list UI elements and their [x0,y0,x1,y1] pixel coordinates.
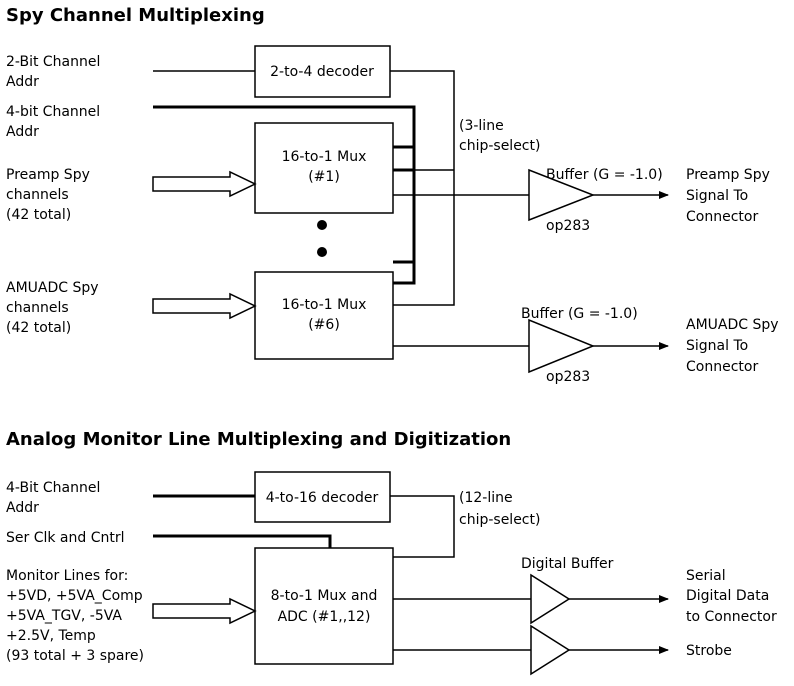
spy-output1-label-l3: Connector [686,209,758,225]
spy-buffer2-opamp-label: op283 [546,369,590,385]
analog-4bit-addr-label-l1: 4-Bit Channel [6,480,100,496]
spy-buffer1-triangle [528,168,596,222]
analog-chip-select-label-l1: (12-line [459,490,513,506]
spy-mux1-label-l1: 16-to-1 Mux [282,149,367,165]
strobe-output-label: Strobe [686,643,732,659]
serial-output-label-l1: Serial [686,568,726,584]
spy-4bit-addr-label-l1: 4-bit Channel [6,104,100,120]
preamp-input-label-l1: Preamp Spy [6,167,90,183]
spy-2bit-addr-label-l2: Addr [6,74,39,90]
spy-section-title: Spy Channel Multiplexing [6,5,265,26]
analog-mux-adc-box [254,547,394,665]
analog-section-title: Analog Monitor Line Multiplexing and Dig… [6,429,511,450]
spy-buffer2-label: Buffer (G = -1.0) [521,306,638,322]
monitor-lines-label-l5: (93 total + 3 spare) [6,648,144,664]
analog-4to16-decoder-box [254,471,391,523]
amuadc-input-arrow [152,292,257,320]
serial-output-label-l2: Digital Data [686,588,769,604]
spy-mux-ellipsis-dot-2 [317,247,327,257]
digital-buffer-label: Digital Buffer [521,556,614,572]
spy-output1-label-l1: Preamp Spy [686,167,770,183]
spy-output1-label-l2: Signal To [686,188,748,204]
serial-output-label-l3: to Connector [686,609,777,625]
preamp-input-arrow [152,170,257,198]
preamp-input-label-l2: channels [6,187,69,203]
spy-buffer1-opamp-label: op283 [546,218,590,234]
spy-mux6-label-l1: 16-to-1 Mux [282,297,367,313]
preamp-input-label-l3: (42 total) [6,207,71,223]
monitor-lines-label-l4: +2.5V, Temp [6,628,96,644]
spy-mux6-box [254,271,394,360]
monitor-lines-label-l2: +5VD, +5VA_Comp [6,588,143,604]
amuadc-input-label-l2: channels [6,300,69,316]
analog-mux-adc-label-l1: 8-to-1 Mux and [271,588,378,604]
ser-clk-wire [153,534,332,548]
spy-2bit-addr-label-l1: 2-Bit Channel [6,54,100,70]
monitor-lines-input-arrow [152,597,257,625]
monitor-lines-label-l1: Monitor Lines for: [6,568,128,584]
spy-mux1-box [254,122,394,214]
monitor-lines-label-l3: +5VA_TGV, -5VA [6,608,122,624]
spy-chip-select-bus [390,70,455,306]
analog-decoder-label: 4-to-16 decoder [266,490,379,506]
analog-chip-select-label-l2: chip-select) [459,512,540,528]
spy-mux-ellipsis-dot-1 [317,220,327,230]
spy-chip-select-label-l1: (3-line [459,118,504,134]
amuadc-input-label-l3: (42 total) [6,320,71,336]
spy-buffer1-label: Buffer (G = -1.0) [546,167,663,183]
analog-chip-select-bus [390,495,455,558]
spy-chip-select-label-l2: chip-select) [459,138,540,154]
amuadc-input-label-l1: AMUADC Spy [6,280,99,296]
spy-4bit-addr-label-l2: Addr [6,124,39,140]
spy-mux1-label-l2: (#1) [308,169,340,185]
digital-buffer-strobe-triangle [530,624,571,676]
analog-mux-adc-label-l2: ADC (#1,,12) [278,609,371,625]
spy-decoder-label: 2-to-4 decoder [270,64,374,80]
analog-4bit-addr-label-l2: Addr [6,500,39,516]
spy-output2-label-l2: Signal To [686,338,748,354]
spy-output2-label-l1: AMUADC Spy [686,317,779,333]
spy-buffer2-triangle [528,318,595,374]
spy-mux6-label-l2: (#6) [308,317,340,333]
ser-clk-label: Ser Clk and Cntrl [6,530,125,546]
digital-buffer-data-triangle [530,573,571,625]
spy-output2-label-l3: Connector [686,359,758,375]
